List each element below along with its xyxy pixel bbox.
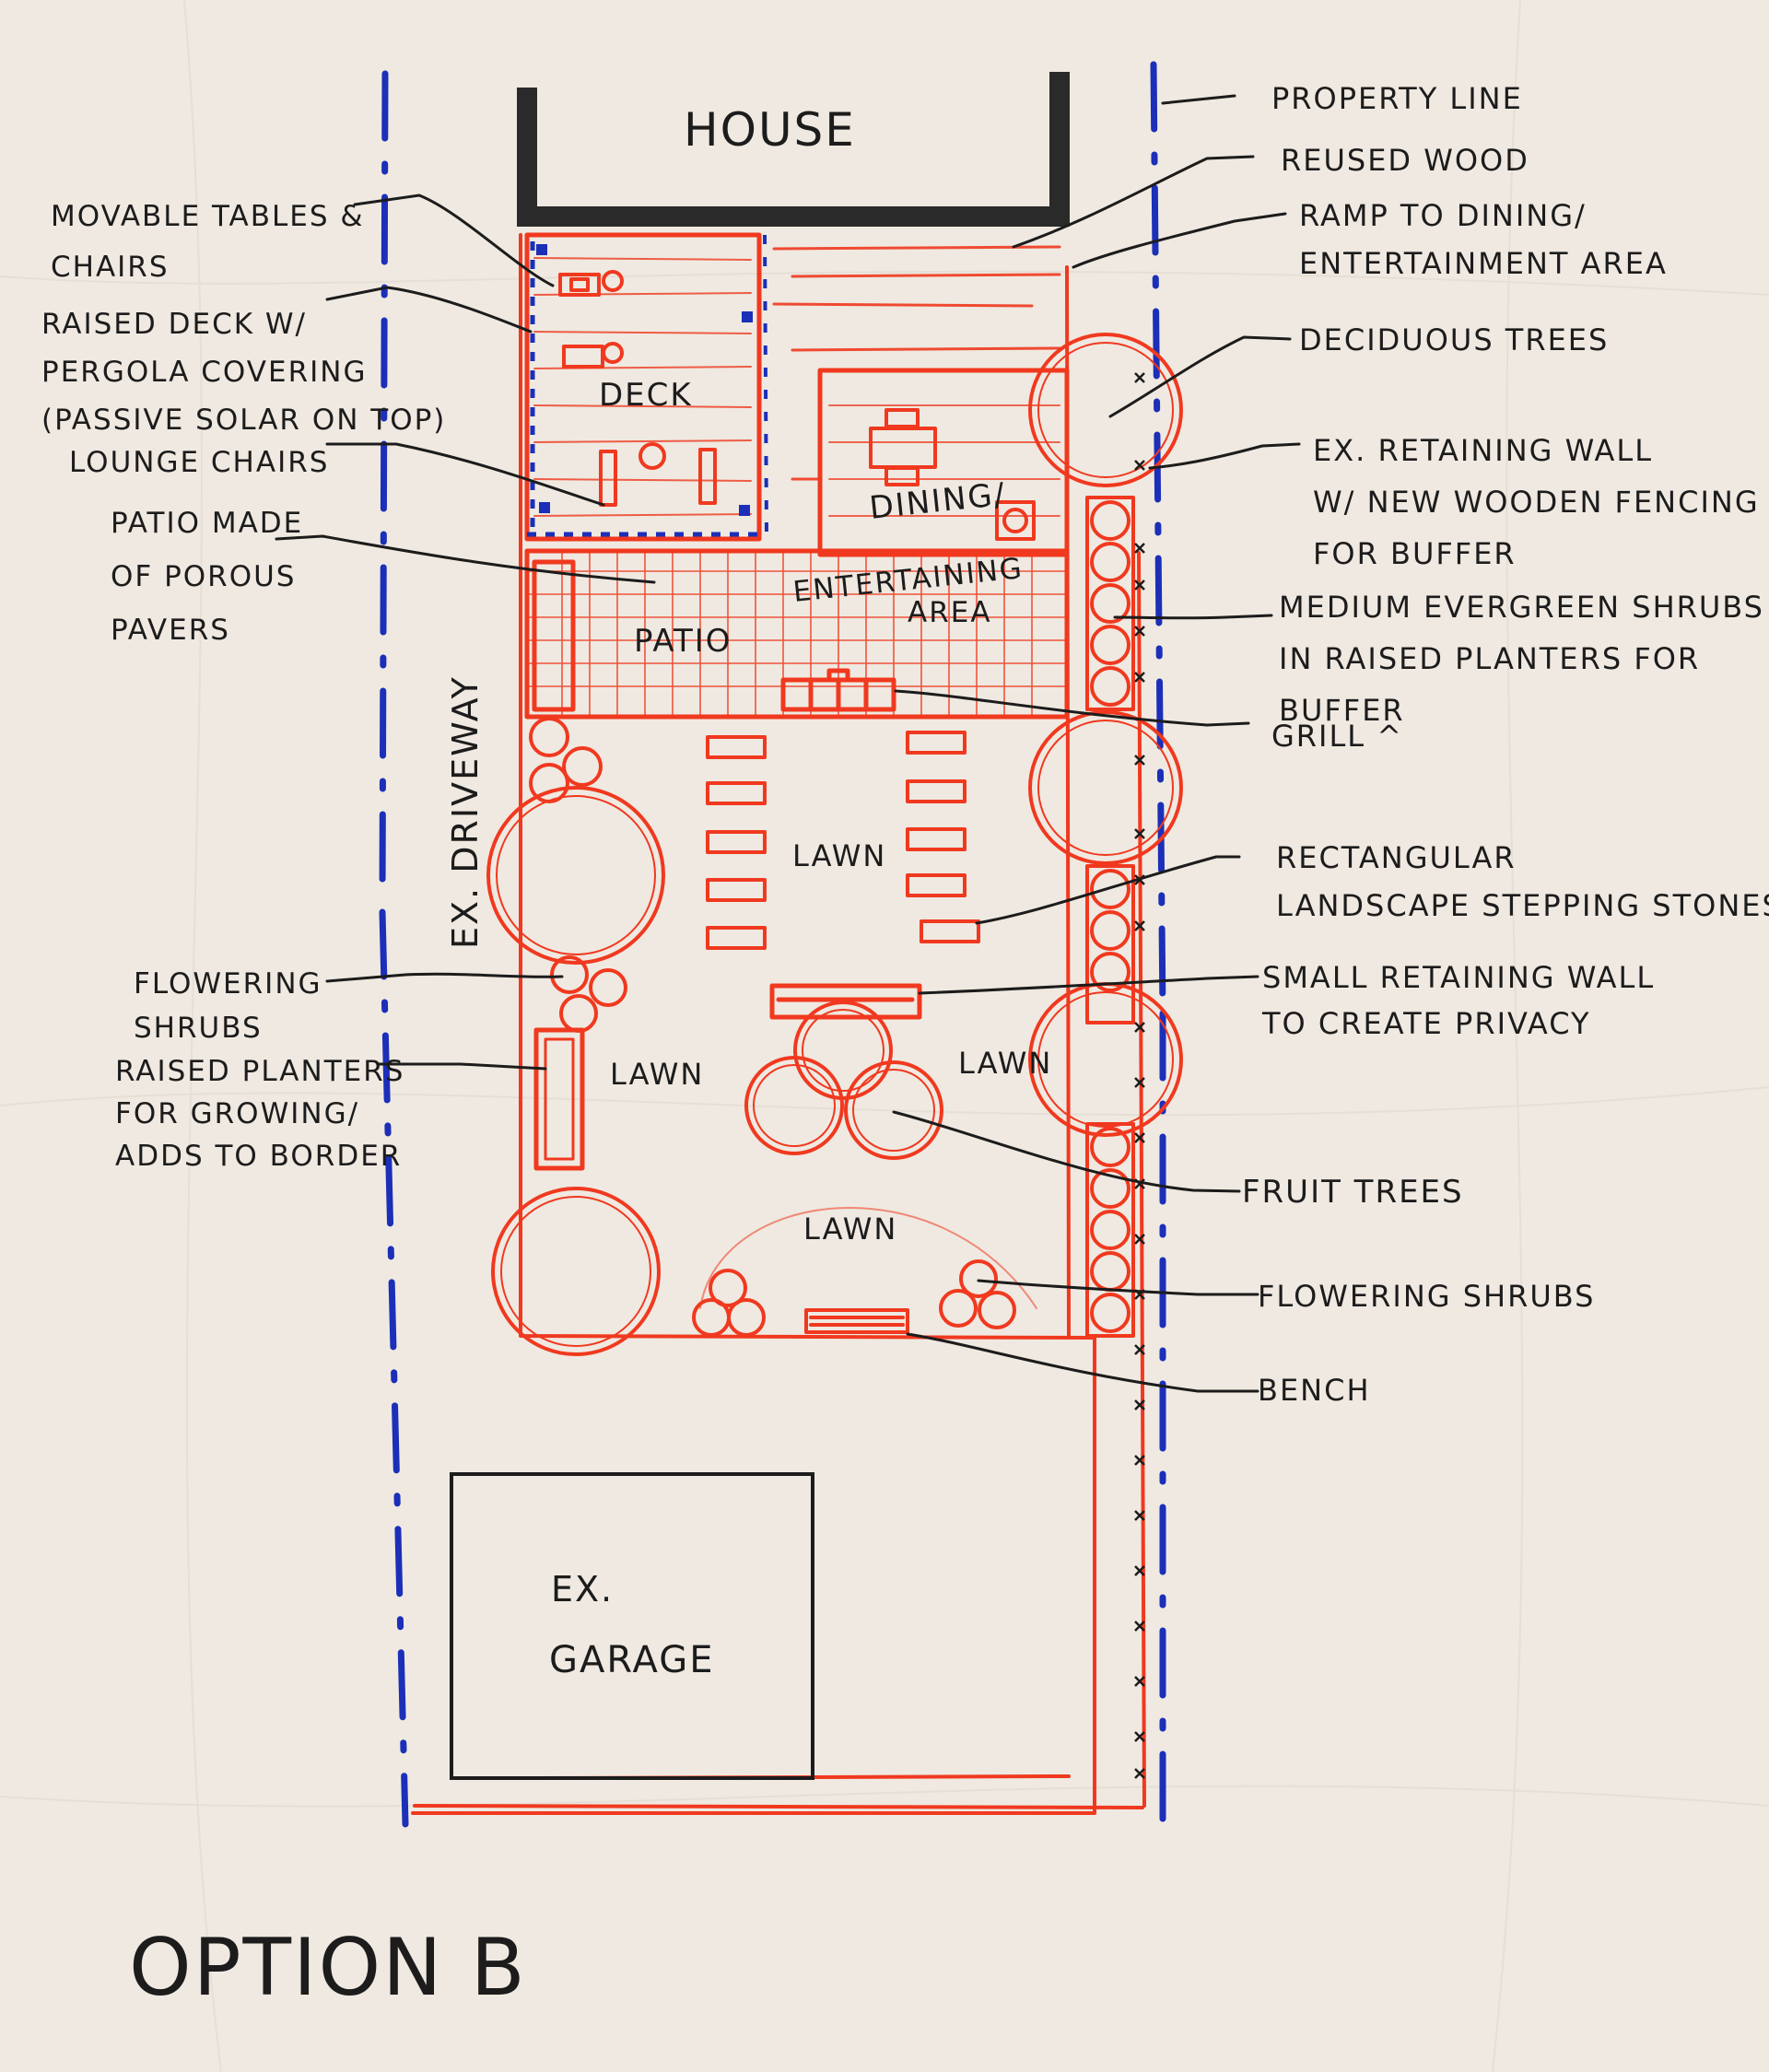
note-stones-line: LANDSCAPE STEPPING STONES [1276,888,1769,923]
note-patio-pavers-line: OF POROUS [111,560,297,593]
rear-property-line [413,1804,1144,1809]
dining-entertaining-area [817,368,1070,557]
bench [804,1308,909,1334]
patio-pavers [524,548,1070,720]
house-label: HOUSE [684,103,856,157]
reused-wood-boards [772,245,1061,481]
note-planters-line: FOR GROWING/ [115,1097,359,1130]
note-planters-line: ADDS TO BORDER [115,1140,402,1173]
small-retaining-wall [769,983,922,1020]
note-movable-line: CHAIRS [51,251,170,284]
note-planters: RAISED PLANTERS FOR GROWING/ADDS TO BORDE… [115,1055,404,1173]
garage-label-ex: EX. [551,1569,614,1610]
note-flowering-right: FLOWERING SHRUBS [1258,1279,1595,1314]
note-small-wall: SMALL RETAINING WALL TO CREATE PRIVACY [1261,960,1655,1041]
note-flowering-left-line: FLOWERING [134,967,322,1001]
note-deciduous-line: DECIDUOUS TREES [1299,322,1609,357]
fruit-trees [744,1001,943,1160]
note-wall: EX. RETAINING WALL W/ NEW WOODEN FENCING F… [1313,433,1760,571]
note-stones: RECTANGULAR LANDSCAPE STEPPING STONES [1276,840,1769,923]
deciduous-trees [486,333,1183,1356]
note-fruit: FRUIT TREES [1242,1174,1464,1211]
note-ramp-line: ENTERTAINMENT AREA [1299,246,1668,281]
property-line-left [379,70,389,907]
note-wall-line: W/ NEW WOODEN FENCING [1313,485,1760,520]
note-property: PROPERTY LINE [1271,81,1523,116]
note-patio-pavers: PATIO MADE OF POROUS PAVERS [111,507,303,647]
note-wall-line: FOR BUFFER [1313,536,1517,571]
lawn-left-label: LAWN [610,1057,704,1092]
note-deciduous: DECIDUOUS TREES [1299,322,1609,357]
note-planters-line: RAISED PLANTERS [115,1055,404,1088]
area-label: AREA [908,596,992,629]
note-small-wall-line: TO CREATE PRIVACY [1261,1006,1591,1041]
patio-label: PATIO [634,623,732,660]
note-ramp: RAMP TO DINING/ENTERTAINMENT AREA [1299,198,1668,281]
property-line-right [1150,61,1166,1017]
note-grill-line: GRILL ^ [1271,719,1403,754]
note-small-wall-line: SMALL RETAINING WALL [1262,960,1655,995]
evergreen-shrubs-planters [1085,496,1135,1338]
note-raised-deck-line: (PASSIVE SOLAR ON TOP) [41,404,446,437]
lawn-right-label: LAWN [958,1046,1052,1081]
note-evergreen-line: IN RAISED PLANTERS FOR [1279,641,1700,676]
note-raised-deck: RAISED DECK W/PERGOLA COVERING (PASSIVE S… [41,308,446,437]
note-property-line: PROPERTY LINE [1271,81,1523,116]
note-flowering-left-line: SHRUBS [134,1012,263,1045]
note-patio-pavers-line: PATIO MADE [111,507,303,540]
note-stones-line: RECTANGULAR [1276,840,1517,875]
note-wall-line: EX. RETAINING WALL [1313,433,1653,468]
house-outline [517,72,1070,227]
note-evergreen: MEDIUM EVERGREEN SHRUBS IN RAISED PLANTER… [1279,590,1764,728]
note-evergreen-line: BUFFER [1279,693,1405,728]
garage-label: GARAGE [549,1639,714,1681]
note-raised-deck-line: PERGOLA COVERING [41,356,367,389]
option-title: OPTION B [129,1922,527,2014]
note-movable-line: MOVABLE TABLES & [51,200,365,233]
grill [780,668,896,712]
note-bench: BENCH [1258,1373,1371,1408]
existing-garage [450,1472,814,1780]
lawn-bottom-label: LAWN [803,1212,897,1247]
note-wood: REUSED WOOD [1281,143,1529,178]
raised-planter-left-inner [544,1037,575,1161]
note-flowering-left: FLOWERING SHRUBS [134,967,322,1045]
note-lounge-line: LOUNGE CHAIRS [69,446,329,479]
deck-label: DECK [599,377,693,414]
note-grill: GRILL ^ [1271,719,1403,754]
note-raised-deck-line: RAISED DECK W/ [41,308,307,341]
wooden-fence-marks [1134,372,1145,1779]
driveway-label: EX. DRIVEWAY [445,675,486,949]
note-bench-line: BENCH [1258,1373,1371,1408]
note-ramp-line: RAMP TO DINING/ [1299,198,1587,233]
flowering-shrubs [529,717,1016,1337]
lawn-curve [699,1207,1037,1309]
note-movable: MOVABLE TABLES & CHAIRS [51,200,365,284]
note-evergreen-line: MEDIUM EVERGREEN SHRUBS [1279,590,1764,625]
stepping-stones [706,731,980,950]
annotation-notes: MOVABLE TABLES & CHAIRS RAISED DECK W/PERG… [41,81,1769,1408]
leader-lines [275,94,1301,1393]
note-flowering-right-line: FLOWERING SHRUBS [1258,1279,1595,1314]
note-patio-pavers-line: PAVERS [111,614,230,647]
raised-deck [524,232,768,542]
note-fruit-line: FRUIT TREES [1242,1174,1464,1211]
raised-planter-left [533,1027,585,1171]
note-wood-line: REUSED WOOD [1281,143,1529,178]
lawn-center-label: LAWN [792,838,886,873]
note-lounge: LOUNGE CHAIRS [69,446,329,479]
